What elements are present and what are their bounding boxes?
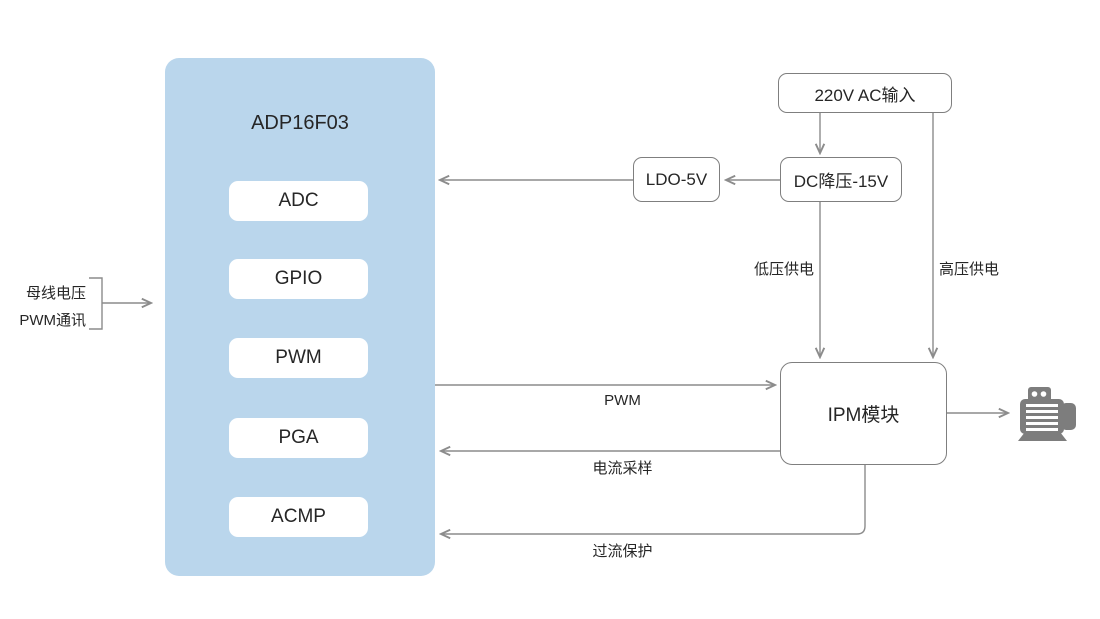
label-pwm-signal: PWM bbox=[604, 392, 641, 409]
box-ldo: LDO-5V bbox=[633, 157, 720, 202]
box-ipm-module: IPM模块 bbox=[780, 362, 947, 465]
label-low-voltage-supply: 低压供电 bbox=[753, 261, 814, 278]
label-high-voltage-supply: 高压供电 bbox=[939, 261, 1000, 278]
input-label: 母线电压 PWM通讯 bbox=[0, 280, 86, 334]
motor-icon bbox=[1018, 387, 1076, 441]
label-overcurrent: 过流保护 bbox=[592, 543, 653, 560]
input-label-line1: 母线电压 bbox=[25, 285, 86, 302]
box-dc-buck: DC降压-15V bbox=[780, 157, 902, 202]
box-ac-input: 220V AC输入 bbox=[778, 73, 952, 113]
mcu-peripheral-pga: PGA bbox=[229, 418, 368, 458]
mcu-block bbox=[165, 58, 435, 576]
mcu-peripheral-acmp: ACMP bbox=[229, 497, 368, 537]
input-label-line2: PWM通讯 bbox=[19, 312, 86, 329]
input-bracket bbox=[89, 277, 103, 330]
mcu-peripheral-gpio: GPIO bbox=[229, 259, 368, 299]
mcu-peripheral-adc: ADC bbox=[229, 181, 368, 221]
mcu-title: ADP16F03 bbox=[251, 112, 349, 134]
mcu-peripheral-pwm: PWM bbox=[229, 338, 368, 378]
label-current-sample: 电流采样 bbox=[592, 460, 653, 477]
wire-overcurrent-protection bbox=[441, 465, 866, 534]
